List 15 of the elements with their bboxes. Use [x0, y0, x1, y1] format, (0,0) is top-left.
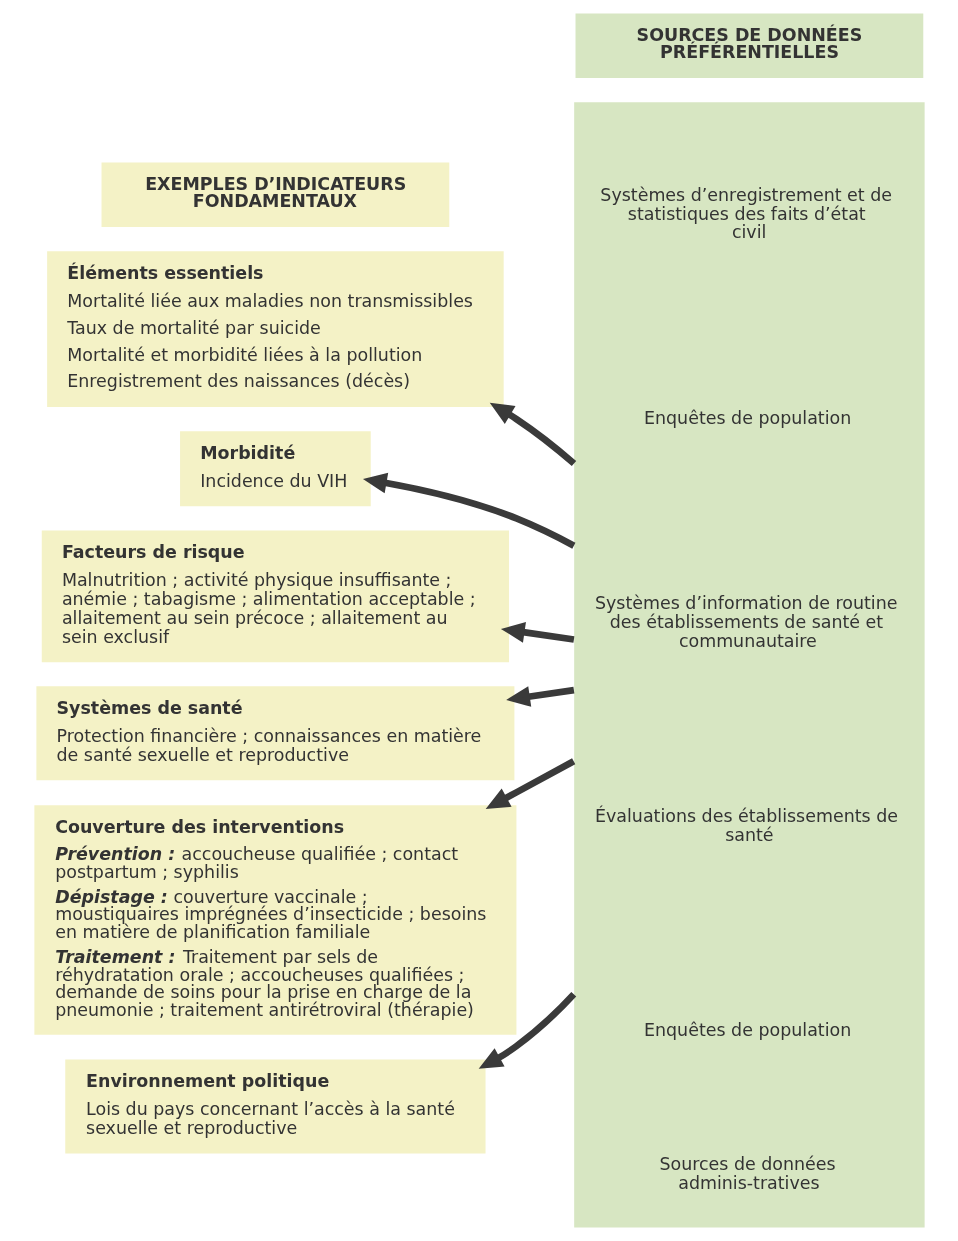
arrow	[478, 991, 576, 1069]
node-box: Environnement politique Lois du pays concernant l’accès à la santé sexuelle et reproductive	[64, 1059, 486, 1154]
node-box: Systèmes d’enregistrement et de statistiques des faits d’état civil Enquêtes de population Systèmes d’information de routine des établissements de santé et communautaire Évaluations des établissements de santé Enquêtes de population Sources de données adminis-tratives	[573, 102, 925, 1228]
node-box: Morbidité Incidence du VIH	[179, 431, 371, 507]
node-box: Éléments essentiels Mortalité liée aux maladies non transmissibles Taux de mortalité par suicide Mortalité et morbidité liées à la pollution Enregistrement des naissances (décès)	[46, 251, 504, 407]
node-box: Systèmes de santé Protection financière ; connaissances en matière de santé sexuelle et reproductive	[35, 686, 514, 781]
arrow	[489, 402, 576, 467]
arrow	[485, 758, 575, 809]
arrow	[505, 686, 574, 707]
node-box: Couverture des interventions Prévention : accoucheuse qualifiée ; contact postpartum ; syphilis Dépistage : couverture vaccinale ; moustiquaires imprégnées d’insecticide ; besoins en matière de planification familiale Traitement : Traitement par sels de réhydratation orale ; accoucheuses qualifiées ; demande de soins pour la prise en charge de la pneumonie ; traitement antirétroviral (thérapie)	[33, 805, 516, 1035]
node-box: EXEMPLES D’INDICATEURS FONDAMENTAUX	[101, 162, 449, 228]
arrow	[362, 472, 575, 549]
node-box: SOURCES DE DONNÉES PRÉFÉRENTIELLES	[575, 13, 923, 78]
node-box: Facteurs de risque Malnutrition ; activité physique insuffisante ; anémie ; tabagisme ; alimentation acceptable ; allaitement au sein précoce ; allaitement au sein exclusif	[41, 530, 509, 663]
arrow	[500, 622, 574, 643]
